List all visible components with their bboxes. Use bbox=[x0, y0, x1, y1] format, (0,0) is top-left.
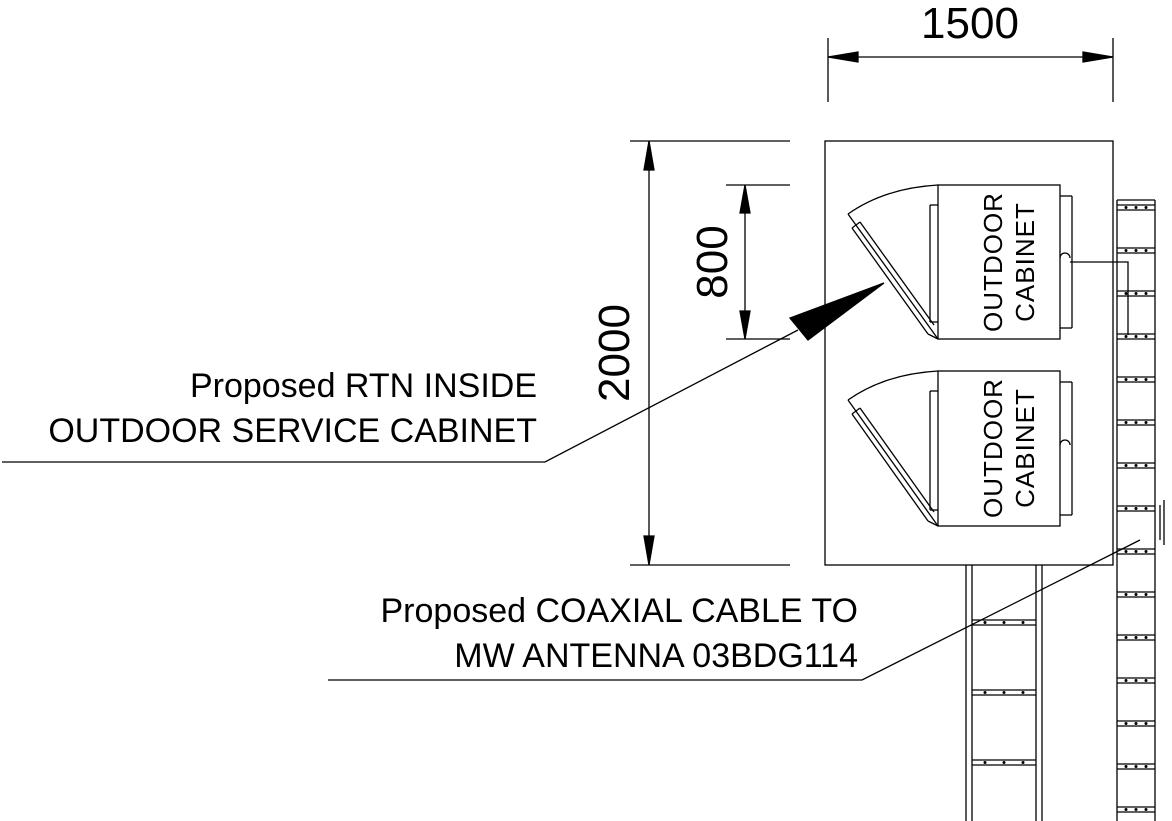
cabinet-1-label-line2: CABINET bbox=[1010, 202, 1040, 322]
tray-rung bbox=[1117, 290, 1155, 297]
tray-rung bbox=[1117, 204, 1155, 211]
tray-rung bbox=[972, 759, 1036, 766]
dimension-cabinet-label: 800 bbox=[688, 225, 737, 298]
cable-tray-vertical bbox=[1116, 199, 1156, 821]
rtn-callout-line2: OUTDOOR SERVICE CABINET bbox=[48, 412, 537, 450]
tray-bracket bbox=[1159, 500, 1165, 545]
coax-callout-line2: MW ANTENNA 03BDG114 bbox=[454, 637, 858, 675]
coax-callout: Proposed COAXIAL CABLE TO MW ANTENNA 03B… bbox=[328, 539, 1141, 681]
rtn-callout-line1: Proposed RTN INSIDE bbox=[190, 367, 537, 405]
platform-outline bbox=[824, 140, 1114, 566]
tray-rung bbox=[1117, 763, 1155, 770]
tray-rung bbox=[1117, 806, 1155, 813]
tray-rung bbox=[1117, 505, 1155, 512]
tray-rung bbox=[1117, 677, 1155, 684]
coax-callout-line1: Proposed COAXIAL CABLE TO bbox=[381, 592, 859, 630]
dimension-width-label: 1500 bbox=[921, 0, 1019, 48]
tray-rung bbox=[1117, 333, 1155, 340]
cable-run bbox=[1070, 261, 1129, 335]
tray-rung bbox=[1117, 462, 1155, 469]
cabinet-2-label-line1: OUTDOOR bbox=[978, 378, 1008, 518]
cable-tray-lower bbox=[965, 565, 1043, 821]
outdoor-cabinet-1: OUTDOOR CABINET bbox=[847, 184, 1073, 340]
tray-rung bbox=[1117, 419, 1155, 426]
outdoor-cabinet-2: OUTDOOR CABINET bbox=[847, 370, 1073, 527]
rtn-callout: Proposed RTN INSIDE OUTDOOR SERVICE CABI… bbox=[2, 282, 885, 463]
dimension-height: 2000 bbox=[590, 140, 790, 566]
tray-rung bbox=[1117, 591, 1155, 598]
tray-rung bbox=[1117, 376, 1155, 383]
tray-rung bbox=[972, 689, 1036, 696]
tray-rung bbox=[1117, 634, 1155, 641]
dimension-height-label: 2000 bbox=[590, 304, 639, 402]
cabinet-1-label-line1: OUTDOOR bbox=[978, 192, 1008, 332]
tray-rung bbox=[1117, 720, 1155, 727]
tray-rung bbox=[972, 619, 1036, 626]
dimension-width: 1500 bbox=[827, 0, 1114, 102]
tray-rung bbox=[1117, 247, 1155, 254]
cabinet-2-label-line2: CABINET bbox=[1010, 388, 1040, 508]
tray-rung bbox=[1117, 548, 1155, 555]
dimension-cabinet: 800 bbox=[688, 184, 790, 340]
